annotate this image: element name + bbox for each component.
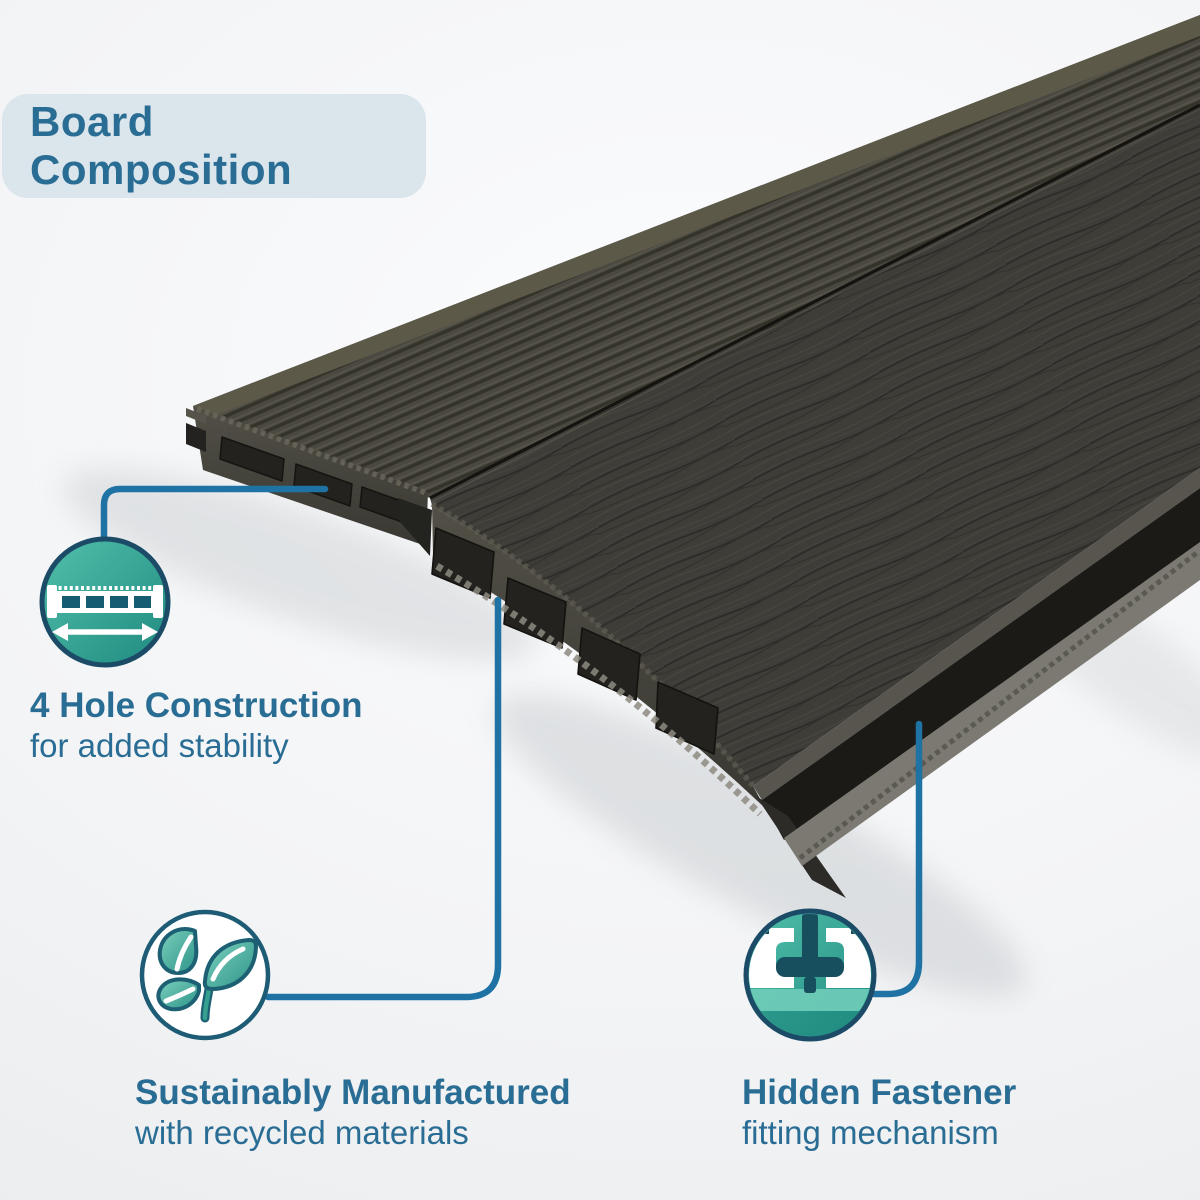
fastener-clip-shape bbox=[776, 914, 844, 993]
four-hole-board-icon bbox=[39, 536, 171, 668]
right-plank-cross-section bbox=[430, 501, 765, 817]
feature-heading: 4 Hole Construction bbox=[30, 686, 363, 725]
lower-board-edge bbox=[756, 542, 1200, 898]
recycled-leaves-icon bbox=[139, 909, 271, 1041]
feature-subheading: fitting mechanism bbox=[742, 1114, 999, 1151]
feature-subheading: with recycled materials bbox=[135, 1114, 469, 1151]
far-edge-strip bbox=[193, 15, 1200, 417]
connector-line-sustainable bbox=[264, 596, 502, 1001]
feature-sustainably-manufactured: Sustainably Manufactured with recycled m… bbox=[135, 1073, 615, 1153]
feature-subheading: for added stability bbox=[30, 727, 289, 764]
width-arrow-icon bbox=[52, 623, 158, 641]
grooved-plank-top bbox=[193, 15, 1200, 498]
plank-junction-notch bbox=[398, 498, 432, 556]
feature-hidden-fastener: Hidden Fastener fitting mechanism bbox=[742, 1073, 1162, 1153]
title-badge: Board Composition bbox=[2, 94, 426, 198]
plank-seam bbox=[429, 103, 1200, 500]
plank-seam-highlight bbox=[431, 108, 1200, 503]
connector-line-4-hole bbox=[100, 485, 329, 541]
feature-4-hole-construction: 4 Hole Construction for added stability bbox=[30, 686, 450, 766]
feature-heading: Hidden Fastener bbox=[742, 1073, 1017, 1112]
connector-line-fastener bbox=[870, 720, 923, 998]
woodgrain-plank-top bbox=[430, 105, 1200, 786]
page-title: Board Composition bbox=[30, 98, 293, 193]
hidden-fastener-icon bbox=[743, 908, 877, 1042]
left-plank-cross-section bbox=[186, 406, 428, 546]
feature-heading: Sustainably Manufactured bbox=[135, 1073, 571, 1112]
board-side-edge bbox=[753, 468, 1200, 840]
